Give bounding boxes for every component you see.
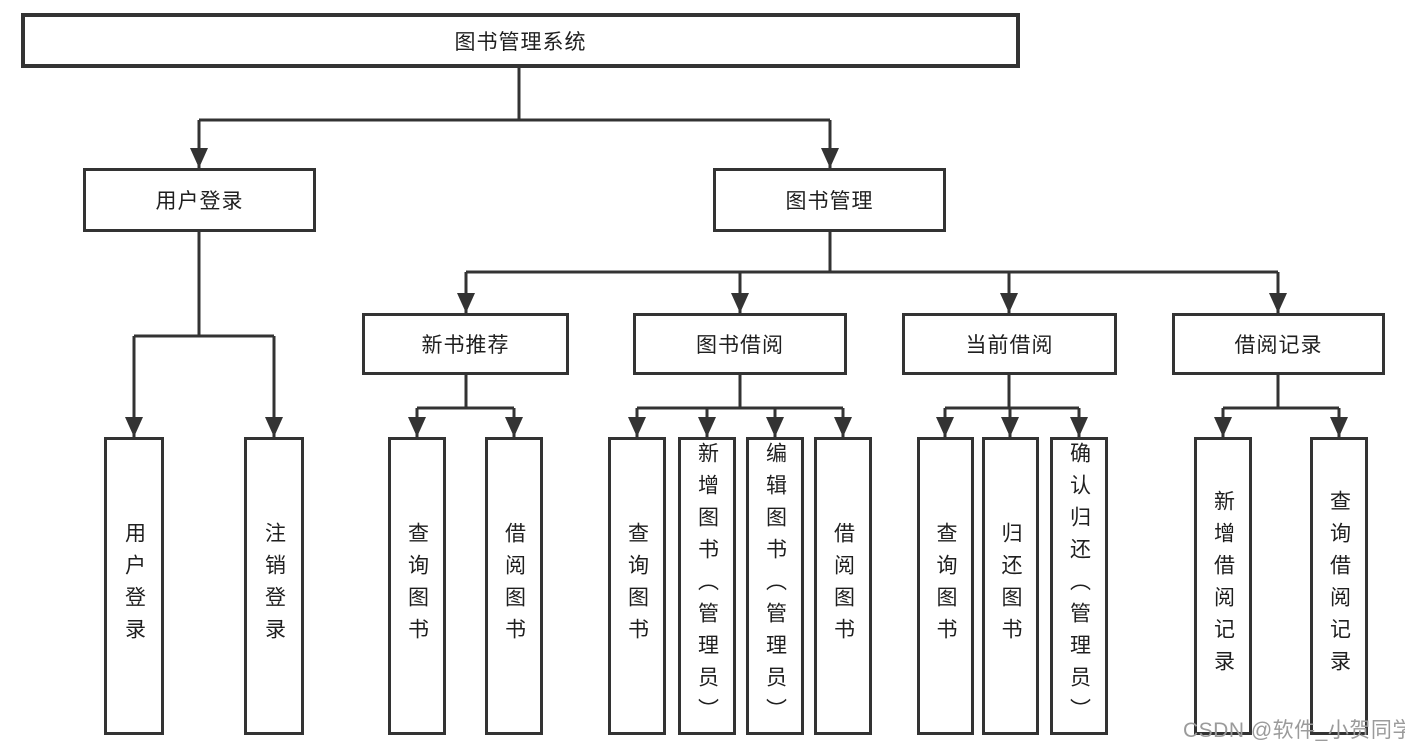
- leaf-query-books-recommend: 查询图书: [388, 437, 446, 735]
- node-label: 用户登录: [155, 190, 244, 213]
- leaf-label: 新增借阅记录: [1211, 490, 1235, 682]
- leaf-label: 查询图书: [934, 522, 957, 650]
- node-book-management: 图书管理: [713, 168, 946, 232]
- leaf-add-borrow-record: 新增借阅记录: [1194, 437, 1252, 735]
- leaf-user-login: 用户登录: [104, 437, 164, 735]
- connector-borrow-records-to-leaves: [1214, 375, 1348, 437]
- node-current-borrow: 当前借阅: [902, 313, 1117, 375]
- node-label: 当前借阅: [965, 334, 1054, 357]
- leaf-label: 借阅图书: [831, 522, 855, 650]
- leaf-borrow-books-recommend: 借阅图书: [485, 437, 543, 735]
- node-book-borrow: 图书借阅: [633, 313, 847, 375]
- connector-new-book-to-leaves: [408, 375, 523, 437]
- node-borrow-records: 借阅记录: [1172, 313, 1385, 375]
- node-label: 图书管理: [785, 190, 874, 213]
- leaf-edit-books-admin: 编辑图书（管理员）: [746, 437, 804, 735]
- leaf-label: 查询图书: [405, 522, 429, 650]
- node-new-book-recommend: 新书推荐: [362, 313, 569, 375]
- node-label: 图书借阅: [696, 334, 784, 357]
- connector-book-management-to-level3: [457, 232, 1287, 313]
- leaf-label: 查询借阅记录: [1327, 490, 1351, 682]
- leaf-label: 新增图书（管理员）: [695, 442, 719, 730]
- leaf-label: 确认归还（管理员）: [1067, 442, 1091, 730]
- leaf-label: 用户登录: [122, 522, 146, 650]
- node-user-login: 用户登录: [83, 168, 316, 232]
- leaf-logout: 注销登录: [244, 437, 304, 735]
- leaf-return-books: 归还图书: [982, 437, 1039, 735]
- leaf-add-books-admin: 新增图书（管理员）: [678, 437, 736, 735]
- connector-book-borrow-to-leaves: [628, 375, 852, 437]
- node-label: 新书推荐: [421, 334, 510, 357]
- leaf-label: 注销登录: [262, 522, 286, 650]
- node-label: 借阅记录: [1234, 334, 1323, 357]
- connector-root-to-level2: [190, 68, 839, 168]
- leaf-label: 查询图书: [625, 522, 649, 650]
- leaf-label: 借阅图书: [502, 522, 526, 650]
- leaf-query-books-current: 查询图书: [917, 437, 974, 735]
- node-root-label: 图书管理系统: [454, 30, 587, 54]
- node-root: 图书管理系统: [21, 13, 1020, 68]
- connector-user-login-to-leaves: [125, 232, 283, 437]
- leaf-label: 编辑图书（管理员）: [763, 442, 787, 730]
- leaf-borrow-books: 借阅图书: [814, 437, 872, 735]
- leaf-label: 归还图书: [999, 522, 1022, 650]
- leaf-query-books-borrow: 查询图书: [608, 437, 666, 735]
- leaf-confirm-return-admin: 确认归还（管理员）: [1050, 437, 1108, 735]
- watermark-text: CSDN @软件_小贺同学: [1183, 719, 1405, 742]
- connector-current-borrow-to-leaves: [936, 375, 1088, 437]
- leaf-query-borrow-record: 查询借阅记录: [1310, 437, 1368, 735]
